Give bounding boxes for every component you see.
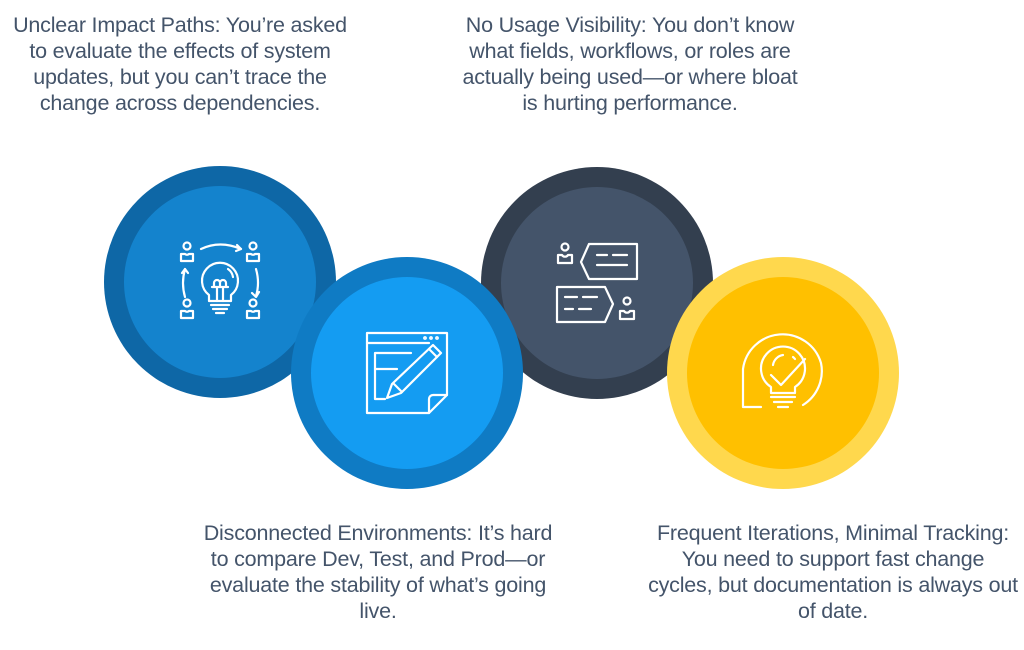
caption-frequent-iterations: Frequent Iterations, Minimal Tracking: Y…: [648, 521, 1018, 623]
caption-unclear-impact-paths: Unclear Impact Paths: You’re asked to ev…: [13, 13, 347, 115]
document-edit-icon: [365, 331, 449, 415]
caption-no-usage-visibility: No Usage Visibility: You don’t know what…: [462, 13, 798, 115]
lightbulb-collaboration-icon: [179, 241, 261, 323]
circle-disconnected-environments: [291, 257, 523, 489]
user-conversation-tags-icon: [555, 241, 639, 325]
lightbulb-check-icon: [741, 331, 825, 415]
caption-disconnected-environments: Disconnected Environments: It’s hard to …: [203, 521, 553, 623]
circle-frequent-iterations: [667, 257, 899, 489]
circle-inner: [501, 187, 693, 379]
circle-inner: [311, 277, 503, 469]
circle-unclear-impact-paths: [104, 166, 336, 398]
circle-inner: [124, 186, 316, 378]
circle-inner: [687, 277, 879, 469]
